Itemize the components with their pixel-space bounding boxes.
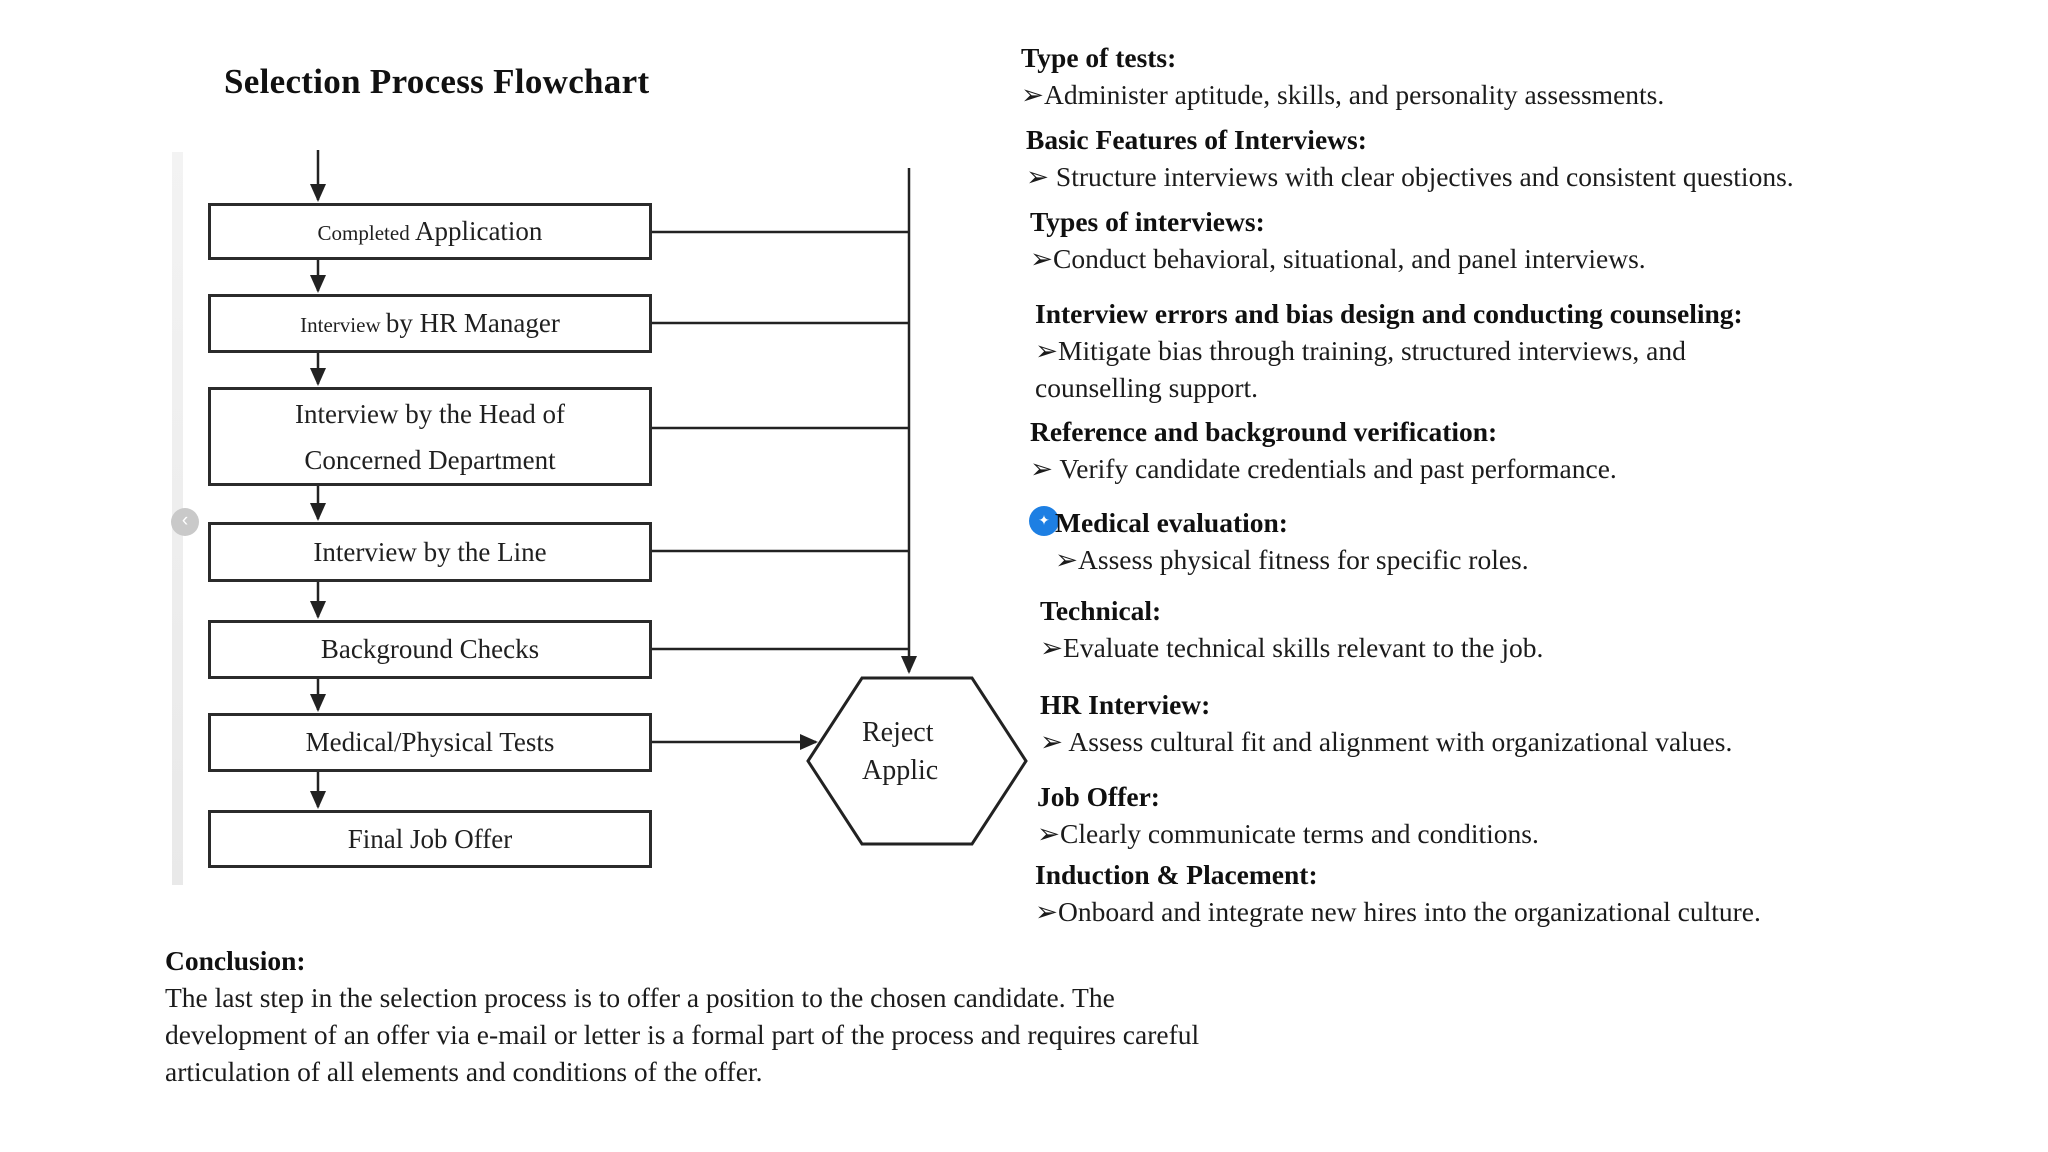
note-heading-text: Medical evaluation:: [1055, 507, 1288, 538]
note-heading-text: Type of tests:: [1021, 42, 1177, 73]
note-heading-text: Interview errors and bias design and con…: [1035, 298, 1743, 329]
note-bullet-wrap: counselling support.: [1035, 372, 1259, 403]
box-label: Final Job Offer: [348, 824, 512, 855]
flow-box-medical-physical-tests: Medical/Physical Tests: [208, 713, 652, 772]
conclusion-line: development of an offer via e-mail or le…: [165, 1019, 1200, 1050]
note-heading: ✦ Medical evaluation:: [1029, 504, 1529, 541]
box-label-text: Application: [414, 216, 543, 246]
annotation-marker: ✦: [1029, 506, 1059, 536]
note-section-type-of-tests: Type of tests: ➢Administer aptitude, ski…: [1021, 39, 1664, 113]
note-heading: Interview errors and bias design and con…: [1035, 295, 1743, 332]
box-label-text: by HR Manager: [385, 308, 560, 338]
conclusion: Conclusion: The last step in the selecti…: [165, 942, 1199, 1090]
note-bullet: ➢Clearly communicate terms and condition…: [1037, 818, 1539, 849]
conclusion-line: The last step in the selection process i…: [165, 982, 1115, 1013]
chevron-left-button[interactable]: ‹: [171, 508, 199, 536]
note-heading-text: HR Interview:: [1040, 689, 1211, 720]
note-bullet: ➢ Structure interviews with clear object…: [1026, 161, 1794, 192]
note-section-job-offer: Job Offer: ➢Clearly communicate terms an…: [1037, 778, 1539, 852]
flow-box-interview-head-department: Interview by the Head of Concerned Depar…: [208, 387, 652, 486]
note-heading: Basic Features of Interviews:: [1026, 121, 1794, 158]
page-title: Selection Process Flowchart: [224, 62, 650, 101]
box-label-text: Medical/Physical Tests: [305, 727, 555, 757]
note-heading-text: Induction & Placement:: [1035, 859, 1318, 890]
note-section-reference-background-verification: Reference and background verification: ➢…: [1030, 413, 1617, 487]
note-heading: HR Interview:: [1040, 686, 1732, 723]
box-label-text: Final Job Offer: [347, 823, 513, 854]
reject-line1: Reject: [862, 717, 934, 748]
note-heading-text: Job Offer:: [1037, 781, 1160, 812]
note-bullet: ➢Conduct behavioral, situational, and pa…: [1030, 243, 1646, 274]
note-section-technical: Technical: ➢Evaluate technical skills re…: [1040, 592, 1543, 666]
note-bullet: ➢Evaluate technical skills relevant to t…: [1040, 632, 1544, 663]
note-section-hr-interview: HR Interview: ➢ Assess cultural fit and …: [1040, 686, 1732, 760]
flow-box-background-checks: Background Checks: [208, 620, 652, 679]
star-icon: ✦: [1038, 513, 1050, 529]
box-label-prefix: Completed: [317, 221, 410, 245]
note-heading: Type of tests:: [1021, 39, 1664, 76]
note-section-interview-errors-bias: Interview errors and bias design and con…: [1035, 295, 1743, 406]
note-heading-text: Reference and background verification:: [1030, 416, 1498, 447]
note-section-induction-placement: Induction & Placement: ➢Onboard and inte…: [1035, 856, 1761, 930]
note-heading: Types of interviews:: [1030, 203, 1646, 240]
note-heading: Technical:: [1040, 592, 1543, 629]
note-bullet: ➢ Assess cultural fit and alignment with…: [1040, 726, 1733, 757]
box-label-line2: Concerned Department: [304, 444, 556, 475]
conclusion-heading: Conclusion:: [165, 945, 306, 976]
note-heading-text: Types of interviews:: [1030, 206, 1265, 237]
reject-node-label: Reject Applic: [862, 714, 938, 790]
note-heading: Job Offer:: [1037, 778, 1539, 815]
box-label: Interview by the Line: [313, 537, 546, 568]
note-bullet: ➢Administer aptitude, skills, and person…: [1021, 79, 1665, 110]
note-section-medical-evaluation: ✦ Medical evaluation: ➢Assess physical f…: [1029, 504, 1529, 578]
box-label-text: Background Checks: [320, 634, 540, 664]
note-heading-text: Technical:: [1040, 595, 1162, 626]
conclusion-line: articulation of all elements and conditi…: [165, 1056, 763, 1087]
note-bullet: ➢ Verify candidate credentials and past …: [1030, 453, 1617, 484]
box-label: Background Checks: [321, 634, 539, 665]
box-label-text: Interview by the Line: [313, 536, 547, 567]
note-bullet: ➢Mitigate bias through training, structu…: [1035, 335, 1686, 366]
flow-box-interview-line: Interview by the Line: [208, 522, 652, 582]
box-label-line1: Interview by the Head of: [295, 398, 565, 429]
note-section-basic-features-interviews: Basic Features of Interviews: ➢ Structur…: [1026, 121, 1794, 195]
note-heading: Reference and background verification:: [1030, 413, 1617, 450]
note-section-types-of-interviews: Types of interviews: ➢Conduct behavioral…: [1030, 203, 1646, 277]
box-label-prefix: Interview: [300, 313, 381, 337]
flow-box-final-job-offer: Final Job Offer: [208, 810, 652, 868]
reject-line2: Applic: [862, 755, 939, 786]
note-heading: Induction & Placement:: [1035, 856, 1761, 893]
note-bullet: ➢Onboard and integrate new hires into th…: [1035, 896, 1761, 927]
box-label: Medical/Physical Tests: [306, 727, 555, 758]
note-heading-text: Basic Features of Interviews:: [1026, 124, 1367, 155]
note-bullet: ➢Assess physical fitness for specific ro…: [1055, 544, 1529, 575]
